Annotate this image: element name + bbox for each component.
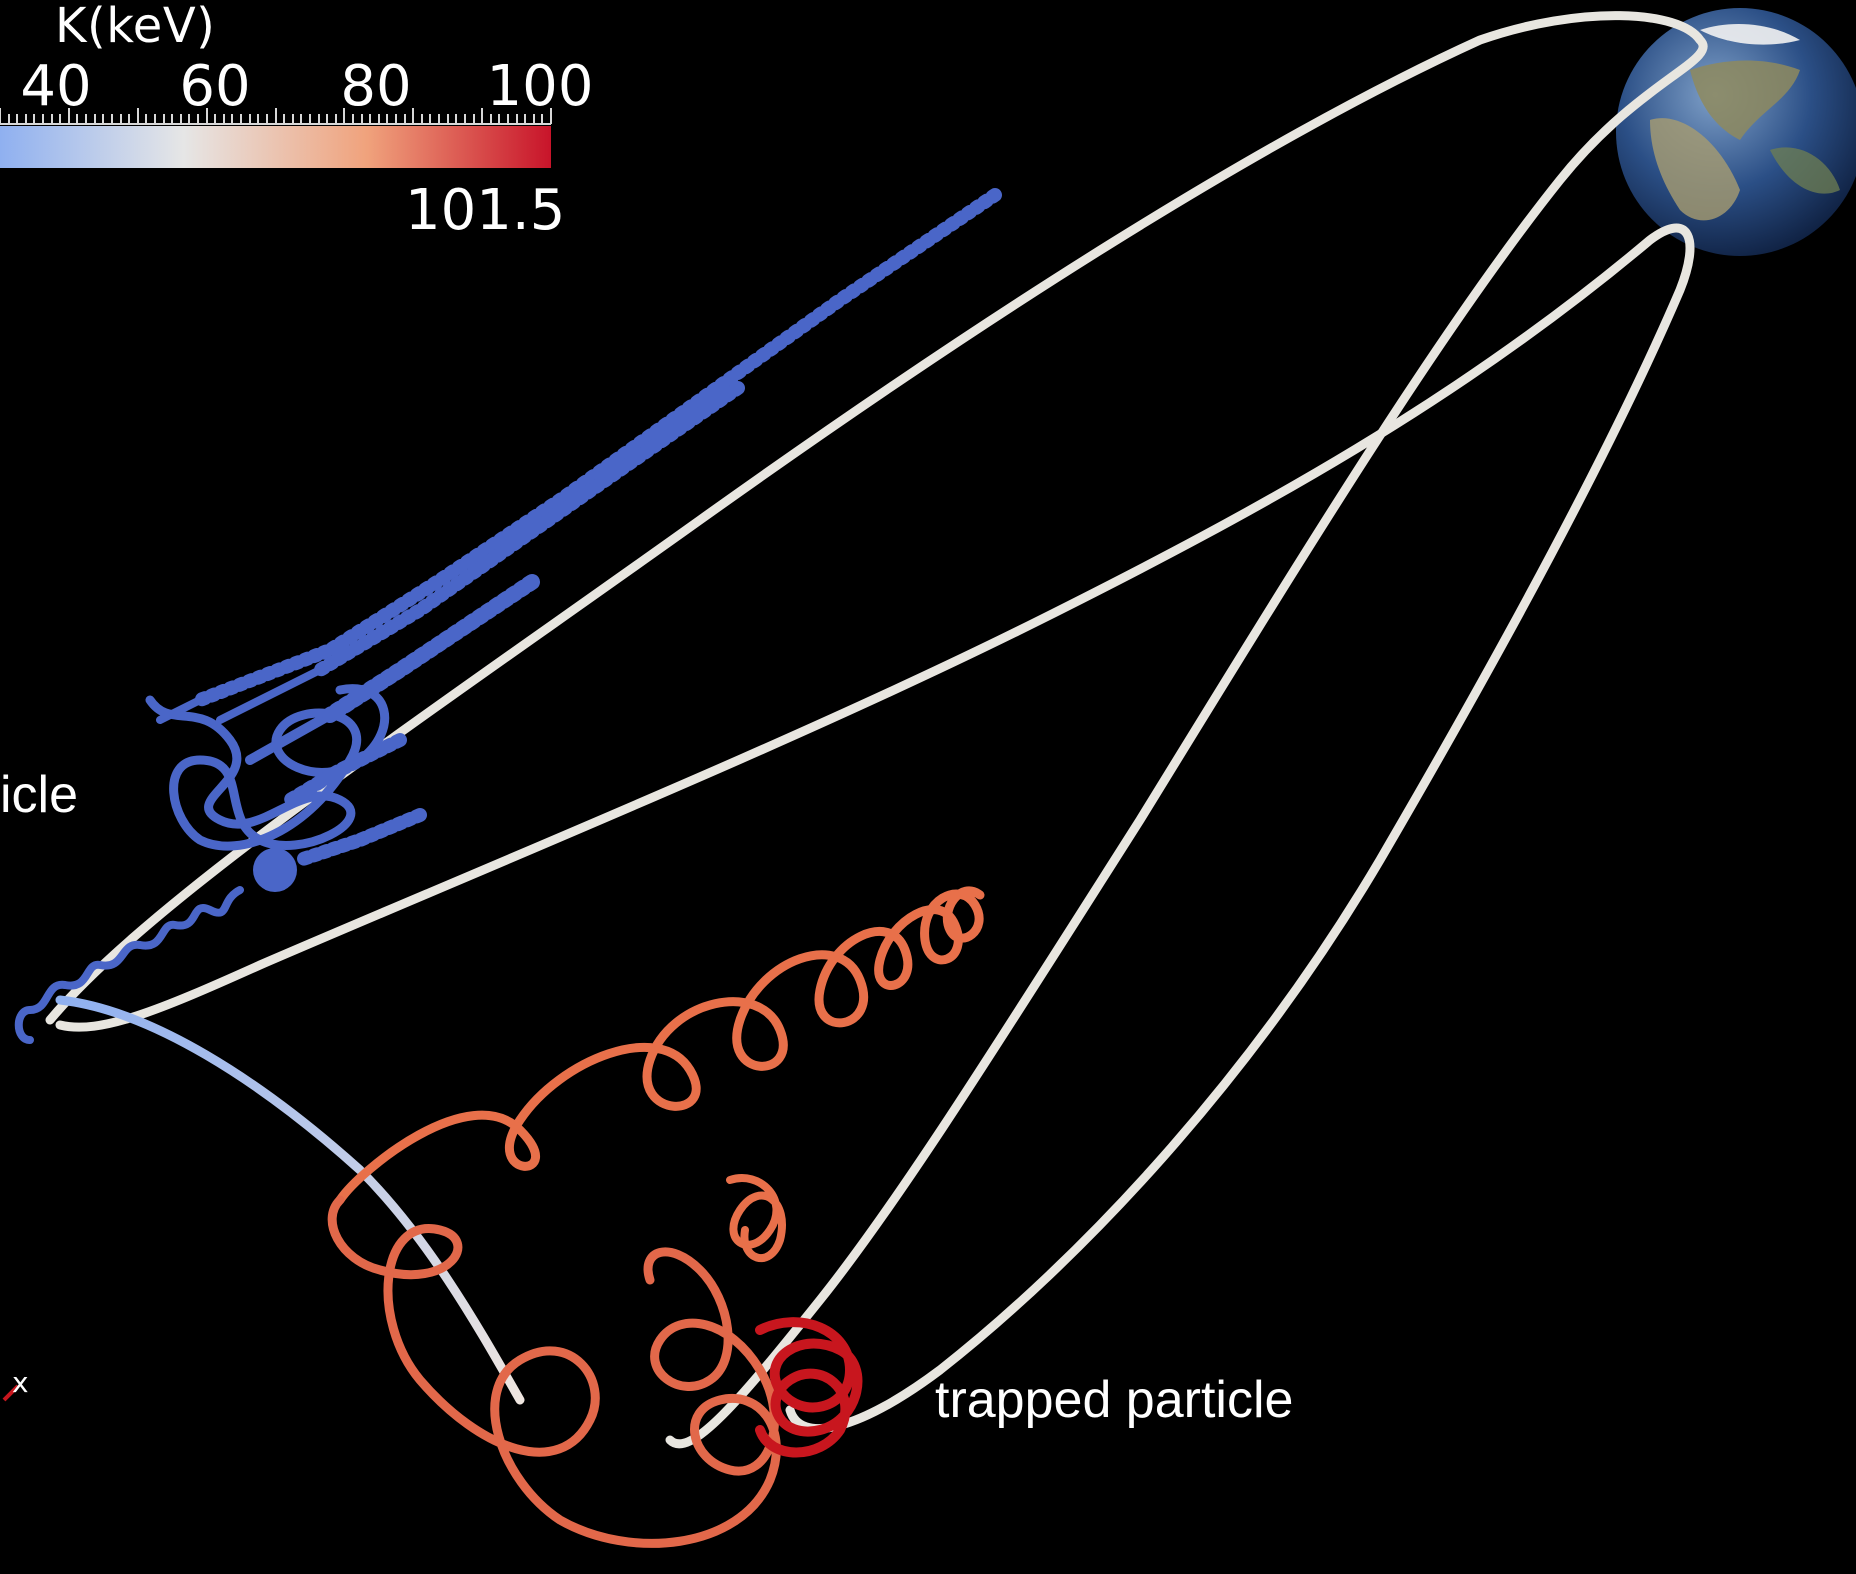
axes-x-label: x <box>12 1366 29 1399</box>
field-line-outer <box>45 11 1708 1449</box>
blue-loop-tail <box>14 886 244 1044</box>
colorbar-tick-label: 40 <box>20 54 92 119</box>
colorbar-legend: K(keV) 40 60 80 100 101.5 <box>0 0 600 243</box>
orange-inner-coil <box>726 1174 786 1263</box>
colorbar-gradient <box>0 126 551 168</box>
energy-transition-segment <box>55 995 525 1405</box>
colorbar-max-label: 101.5 <box>405 178 566 243</box>
colorbar-tick-label: 80 <box>340 54 412 119</box>
axes-orientation-glyph <box>2 1384 20 1402</box>
earth-globe-icon <box>1616 8 1856 256</box>
untrapped-particle-trajectories <box>14 188 1002 1044</box>
red-coil <box>755 1317 863 1458</box>
colorbar-ruler <box>0 108 552 125</box>
orange-loops-lower <box>327 1195 781 1548</box>
colorbar-tick-label: 100 <box>486 54 594 119</box>
colorbar-tick-label: 60 <box>179 54 251 119</box>
annotation-trapped-particle: trapped particle <box>935 1371 1294 1429</box>
blue-tangle <box>145 684 390 851</box>
colorbar-title: K(keV) <box>55 0 216 54</box>
trapped-particle-trajectory <box>327 886 985 1548</box>
field-lines <box>45 11 1708 1449</box>
annotation-untrapped-particle: icle <box>0 766 79 824</box>
field-line-inner <box>55 223 1695 1434</box>
orange-helix-upper <box>335 886 985 1205</box>
